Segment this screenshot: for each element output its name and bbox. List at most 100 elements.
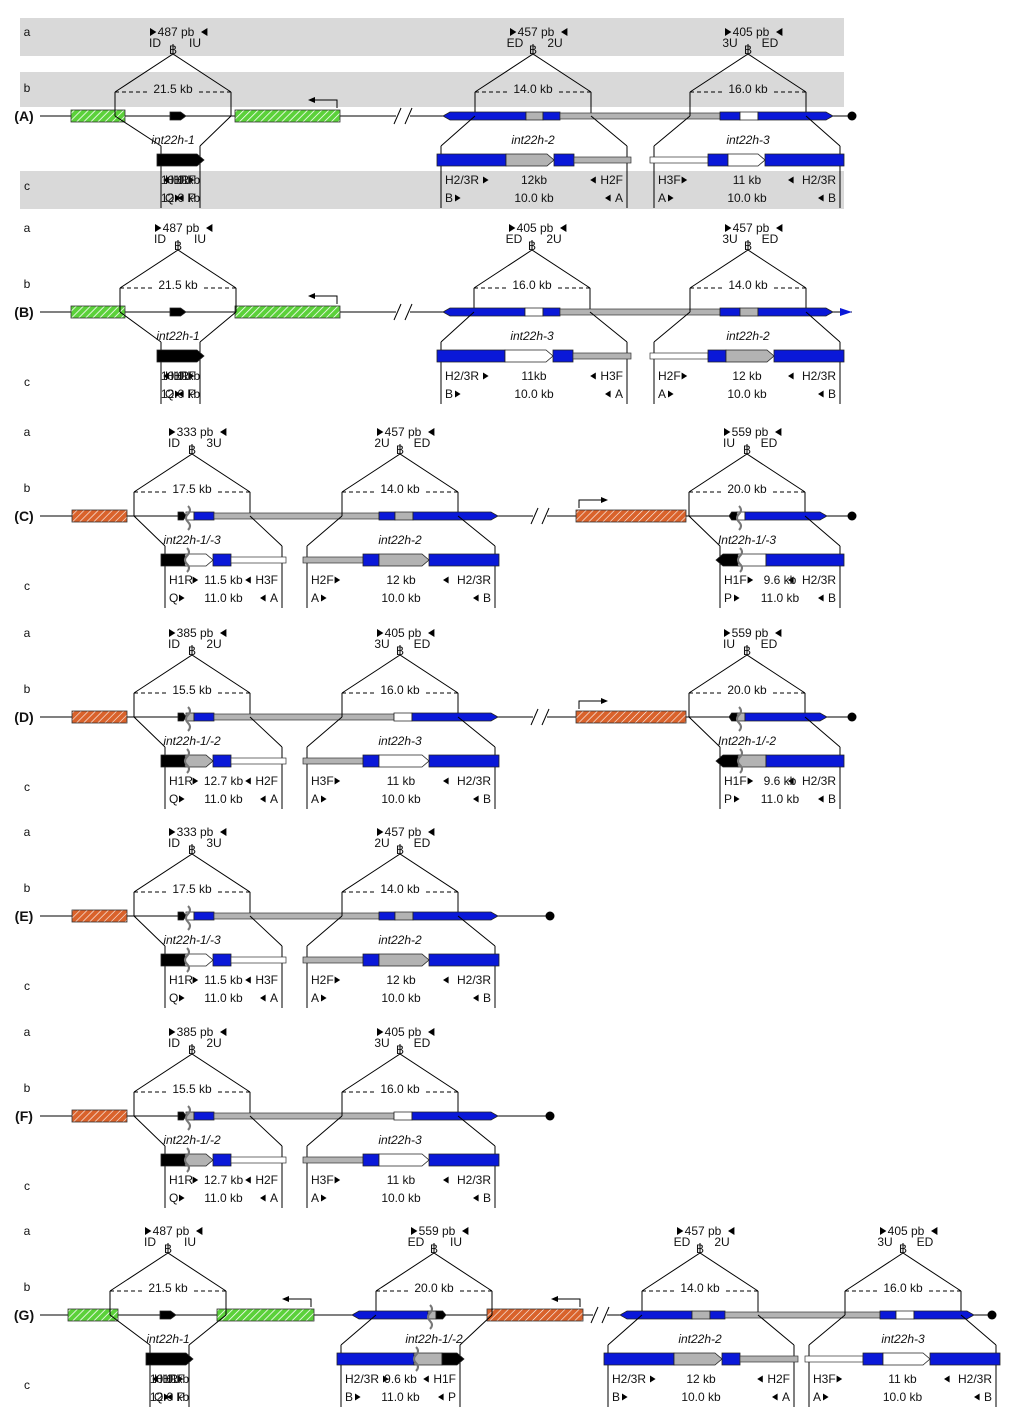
gene-detail-segment (230, 556, 287, 564)
fragment-size-1: 9.6 kb (764, 573, 797, 587)
row-letter-c: c (24, 1378, 30, 1392)
primer-arrow-left (931, 1227, 938, 1235)
primer-arrow-left (775, 629, 782, 637)
primer-arrow-left (443, 1176, 449, 1184)
row-letter-c: c (24, 979, 30, 993)
fragment-size-2: 10.0 kb (883, 1390, 923, 1404)
pcr-product-size: 487 pb (163, 221, 200, 235)
gene-detail-segment (160, 553, 186, 567)
distance-label-bg (376, 684, 424, 698)
distance-label: 16.0 kb (380, 683, 420, 697)
distance-label: 15.5 kb (172, 683, 212, 697)
primer-right-2: B (828, 792, 836, 806)
primer-right-label: 2U (714, 1235, 729, 1249)
primer-arrow-left (220, 629, 227, 637)
primer-left-label: ID (144, 1235, 156, 1249)
fragment-size-1: 11.5 kb (204, 973, 243, 987)
row-letter-a: a (24, 1025, 31, 1039)
breakpoint-twist (184, 947, 190, 973)
gene-detail-segment (145, 1352, 194, 1366)
primer-arrow-right (155, 224, 162, 232)
gene-name: Int22h-1/-2 (718, 734, 776, 748)
fragment-size-1: 10.0 kb (161, 173, 201, 187)
primer-arrow-right (334, 777, 341, 785)
primer-left-1: H1R (165, 369, 189, 383)
primer-arrow-right (179, 994, 185, 1002)
fragment-size-2: 11.0 kb (381, 1390, 420, 1404)
fragment-size-2: 10.0 kb (681, 1390, 721, 1404)
gene-segment (524, 307, 544, 317)
primer-right-2: A (615, 387, 623, 401)
distance-label-bg (376, 883, 424, 897)
gene-detail-segment (413, 1352, 443, 1366)
band-a (20, 18, 844, 56)
zoom-trapezoid (133, 1115, 283, 1147)
distance-label: 21.5 kb (158, 278, 198, 292)
primer-arrow-left (473, 594, 479, 602)
primer-arrow-right (179, 795, 185, 803)
primer-left-1: H1F (724, 573, 747, 587)
primer-arrow-right (192, 777, 199, 785)
row-letter-b: b (24, 481, 31, 495)
gene-segment (411, 1111, 499, 1121)
gene-detail-segment (673, 1352, 723, 1366)
primer-left-1: H2F (311, 573, 334, 587)
primer-right-2: B (483, 792, 491, 806)
gene-segment (177, 712, 187, 722)
primer-right-1: H3F (600, 369, 623, 383)
primer-arrow-left (423, 1375, 429, 1383)
telomere-dot (847, 712, 857, 722)
primer-left-2: Q (165, 387, 174, 401)
gene-detail-segment (504, 349, 554, 363)
primer-arrow-left (818, 594, 824, 602)
primer-right-1: H2/3R (802, 774, 836, 788)
primer-arrow-left (428, 1028, 435, 1036)
f8-gene-hatched-box (486, 1308, 584, 1322)
primer-arrow-right (150, 28, 157, 36)
gene-segment (559, 308, 721, 316)
bcl-site-label: B (188, 843, 196, 857)
row-letter-b: b (24, 277, 31, 291)
primer-right-1: H2/3R (457, 973, 491, 987)
primer-right-2: A (270, 591, 278, 605)
line-break-slash (404, 303, 413, 321)
primer-right-1: H2/3R (958, 1372, 992, 1386)
primer-arrow-left (196, 1227, 203, 1235)
primer-arrow-left (757, 1375, 763, 1383)
gene-detail-segment (441, 1352, 465, 1366)
primer-arrow-left (772, 1393, 778, 1401)
primer-arrow-right (509, 224, 516, 232)
gene-detail-segment (156, 153, 205, 167)
primer-right-label: 2U (206, 1036, 221, 1050)
gene-detail-segment (184, 953, 214, 967)
f8-gene-hatched-box (575, 509, 687, 523)
transcription-arrow (578, 499, 601, 508)
breakpoint-twist (185, 905, 191, 931)
gene-segment (744, 511, 828, 521)
gene-name: int22h-2 (378, 533, 422, 547)
gene-segment (757, 307, 834, 317)
primer-arrow-right (483, 372, 489, 380)
gene-detail-segment (436, 349, 506, 363)
transcription-arrowhead (601, 497, 608, 503)
distance-label-bg (723, 483, 771, 497)
transcription-arrow (558, 1298, 581, 1307)
bcl-site-label: B (188, 644, 196, 658)
primer-left-2: Q (169, 991, 178, 1005)
primer-left-2: A (311, 591, 319, 605)
gene-detail-segment (230, 1156, 287, 1164)
primer-left-label: IU (723, 637, 735, 651)
primer-right-1: H1F (173, 173, 196, 187)
breakpoint-twist (184, 748, 190, 774)
primer-arrow-right (169, 428, 176, 436)
panel-label: (G) (14, 1307, 34, 1323)
primer-left-label: ID (168, 637, 180, 651)
gene-segment (169, 111, 187, 121)
gene-detail-segment (378, 953, 430, 967)
